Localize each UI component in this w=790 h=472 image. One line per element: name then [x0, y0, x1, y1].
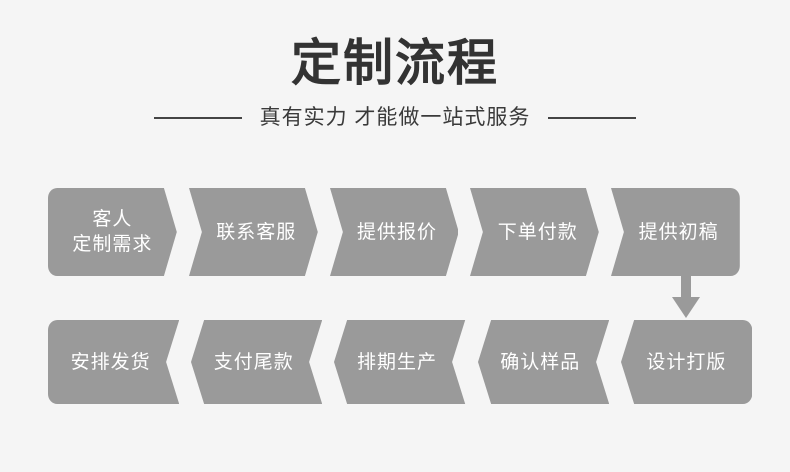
flow-connector-down	[48, 276, 752, 320]
flow-step[interactable]: 客人 定制需求	[48, 188, 177, 276]
flow-step[interactable]: 下单付款	[470, 188, 600, 276]
step-shape-chevron-right	[188, 188, 318, 276]
decorative-rule-left	[153, 117, 242, 119]
flow-step[interactable]: 联系客服	[188, 188, 318, 276]
flow-step-label: 提供报价	[356, 221, 437, 243]
decorative-rule-right	[548, 117, 637, 119]
step-shape-end-left	[48, 320, 180, 404]
page-header: 定制流程 真有实力 才能做一站式服务	[0, 0, 790, 132]
flow-step[interactable]: 提供报价	[329, 188, 459, 276]
flow-step-label: 客人 定制需求	[72, 209, 153, 255]
step-shape-start-right	[48, 188, 177, 276]
subtitle-row: 真有实力 才能做一站式服务	[0, 104, 790, 132]
flow-step-label: 确认样品	[500, 351, 581, 373]
page-subtitle: 真有实力 才能做一站式服务	[259, 106, 531, 129]
page-title: 定制流程	[291, 35, 499, 91]
flow-step-label: 联系客服	[216, 221, 297, 243]
step-shape-chevron-left	[191, 320, 323, 404]
flow-step[interactable]: 排期生产	[334, 320, 466, 404]
flow-step-label: 排期生产	[357, 351, 438, 373]
flow-step-label: 设计打版	[646, 351, 727, 373]
flow-step-label: 提供初稿	[638, 221, 719, 243]
step-shape-chevron-right	[470, 188, 600, 276]
flow-step[interactable]: 提供初稿	[611, 188, 740, 276]
flow-step[interactable]: 设计打版	[620, 320, 753, 404]
step-shape-start-left	[620, 320, 753, 404]
flow-step-label: 下单付款	[497, 221, 578, 243]
step-shape-chevron-left	[334, 320, 466, 404]
flow-step-label: 支付尾款	[213, 351, 294, 373]
arrow-down-icon	[672, 276, 700, 318]
step-shape-chevron-left	[477, 320, 609, 404]
flow-step[interactable]: 支付尾款	[191, 320, 323, 404]
step-shape-chevron-right	[329, 188, 459, 276]
flow-step[interactable]: 确认样品	[477, 320, 609, 404]
flow-step-label: 安排发货	[70, 351, 151, 373]
flow-row-2: 安排发货 支付尾款 排期生产 确认样品	[48, 320, 753, 404]
step-shape-end-right	[611, 188, 740, 276]
flow-row-1: 客人 定制需求 联系客服 提供报价 下单付款	[48, 188, 752, 318]
flow-step[interactable]: 安排发货	[48, 320, 180, 404]
process-flow-diagram: 客人 定制需求 联系客服 提供报价 下单付款	[48, 188, 753, 404]
